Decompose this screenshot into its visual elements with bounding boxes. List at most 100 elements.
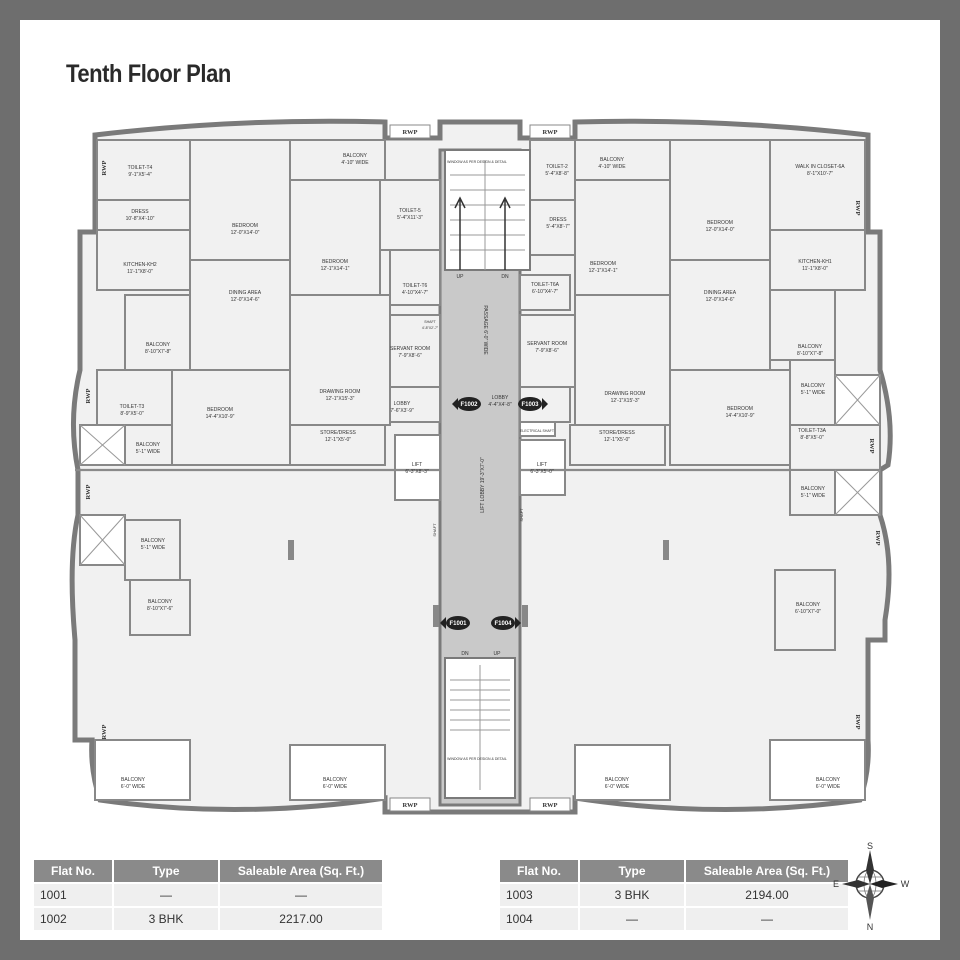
rwp-label: RWP (85, 485, 92, 500)
col-flat-no: Flat No. (500, 860, 578, 882)
room-size: 12'-0"X14'-6" (231, 297, 260, 303)
lift-lobby-label: LIFT LOBBY 19'-3"X7'-0" (480, 457, 486, 513)
page-title: Tenth Floor Plan (66, 60, 231, 88)
rwp-label: RWP (101, 725, 108, 740)
room-label: LIFT (412, 462, 422, 468)
rwp-label: RWP (403, 129, 418, 136)
room-size: 11'-1"X8'-0" (802, 266, 828, 272)
room-labels-right: TOILET-2 5'-4"X8'-8" DRESS 5'-4"X8'-7" B… (488, 157, 845, 475)
flat-marker-f1004[interactable]: F1004 (491, 616, 521, 630)
room-size: 6'-3"X8'-3" (405, 469, 428, 475)
room-label: KITCHEN-KH1 (798, 259, 832, 265)
room-label: BALCONY (141, 538, 166, 544)
room-size: 8'-8"X5'-0" (800, 435, 823, 441)
flat-marker-f1002[interactable]: F1002 (452, 397, 481, 411)
room-size: 5'-1" WIDE (801, 493, 826, 499)
room-label: WALK IN CLOSET-6A (795, 164, 845, 170)
room-size: 4'-4"X4'-8" (488, 402, 511, 408)
room-label: BALCONY (136, 442, 161, 448)
room-size: 7'-9"X8'-6" (535, 348, 558, 354)
room-label: BEDROOM (232, 223, 258, 229)
room-label: SHAFT (424, 320, 436, 324)
room-size: 12'-1"X15'-3" (611, 398, 640, 404)
rwp-label: RWP (854, 201, 861, 216)
room-size: 12'-1"X14'-1" (589, 268, 618, 274)
compass-icon: S N E W (833, 841, 910, 930)
room-size: 8'-10"X7'-8" (145, 349, 171, 355)
room-label: BALCONY (148, 599, 173, 605)
room-label: STORE/DRESS (320, 430, 356, 436)
room-size: 7'-9"X8'-6" (398, 353, 421, 359)
flat-marker-f1001[interactable]: F1001 (440, 616, 470, 630)
shaft-label: SHAFT (432, 523, 437, 537)
rwp-label: RWP (101, 161, 108, 176)
window-note: WINDOW AS PER DESIGN & DETAIL (447, 757, 507, 761)
room-size: 12'-1"X5'-0" (604, 437, 630, 443)
room-label: TOILET-T3A (798, 428, 827, 434)
flat-1002 (79, 139, 441, 501)
window-note: WINDOW AS PER DESIGN & DETAIL (447, 160, 507, 164)
room-label: TOILET-T3 (120, 404, 145, 410)
room-labels-lower: BALCONY 5'-1" WIDE BALCONY 8'-10"X7'-6" … (121, 486, 841, 790)
col-type: Type (114, 860, 218, 882)
compass-w: W (901, 879, 910, 889)
room-size: 8'-10"X7'-6" (147, 606, 173, 612)
room-label: TOILET-5 (399, 208, 421, 214)
rwp-label: RWP (874, 531, 881, 546)
svg-text:F1001: F1001 (449, 621, 467, 627)
col-area: Saleable Area (Sq. Ft.) (686, 860, 848, 882)
room-size: 10'-8"X4'-10" (126, 216, 155, 222)
compass-s: S (867, 841, 873, 851)
svg-text:F1002: F1002 (460, 402, 478, 408)
room-label: LOBBY (394, 401, 411, 407)
table-row: 1003 3 BHK 2194.00 (500, 884, 848, 906)
col-type: Type (580, 860, 684, 882)
room-label: BEDROOM (322, 259, 348, 265)
room-size: 6'-0" WIDE (323, 784, 348, 790)
room-size: 5'-1" WIDE (136, 449, 161, 455)
table-row: 1002 3 BHK 2217.00 (34, 908, 382, 930)
stair-dn-label: DN (461, 651, 469, 657)
table-row: 1004 — — (500, 908, 848, 930)
compass-e: E (833, 879, 839, 889)
room-size: 12'-0"X14'-6" (706, 297, 735, 303)
flat-1003 (519, 139, 881, 496)
rwp-label: RWP (543, 802, 558, 809)
room-size: 14'-4"X10'-9" (206, 414, 235, 420)
room-size: 5'-4"X8'-8" (545, 171, 568, 177)
room-label: TOILET-T4 (128, 165, 153, 171)
room-size: 7'-6"X3'-9" (390, 408, 413, 414)
area-table-left: Flat No. Type Saleable Area (Sq. Ft.) 10… (32, 858, 384, 932)
svg-text:F1004: F1004 (494, 621, 512, 627)
room-label: BALCONY (796, 602, 821, 608)
room-label: BEDROOM (707, 220, 733, 226)
room-label: LOBBY (492, 395, 509, 401)
room-label: DRESS (549, 217, 567, 223)
room-label: DINING AREA (704, 290, 737, 296)
room-size: 5'-1" WIDE (141, 545, 166, 551)
room-size: 6'-3"X5'-0" (530, 469, 553, 475)
room-size: 8'-10"X7'-8" (797, 351, 823, 357)
stair-up-label: UP (457, 274, 465, 280)
room-label: DRAWING ROOM (605, 391, 646, 397)
room-label: BEDROOM (207, 407, 233, 413)
room-size: 6'-0" WIDE (816, 784, 841, 790)
col-flat-no: Flat No. (34, 860, 112, 882)
rwp-label: RWP (85, 389, 92, 404)
core-labels: PASSAGE 6'-0" WIDE LIFT LOBBY 19'-3"X7'-… (432, 160, 524, 761)
room-label: DRESS (131, 209, 149, 215)
room-size: 4'-10" WIDE (598, 164, 626, 170)
room-label: SERVANT ROOM (527, 341, 567, 347)
room-label: TOILET-T6A (531, 282, 560, 288)
room-size: 8'-9"X5'-0" (120, 411, 143, 417)
room-label: TOILET-2 (546, 164, 568, 170)
stair-dn-label: DN (501, 274, 509, 280)
flat-marker-f1003[interactable]: F1003 (518, 397, 548, 411)
room-size: 8'-1"X10'-7" (807, 171, 833, 177)
svg-text:F1003: F1003 (521, 402, 539, 408)
room-size: 5'-4"X8'-7" (546, 224, 569, 230)
room-label: BALCONY (323, 777, 348, 783)
room-size: 6'-10"X4'-7" (532, 289, 558, 295)
room-size: 6'-0" WIDE (605, 784, 630, 790)
